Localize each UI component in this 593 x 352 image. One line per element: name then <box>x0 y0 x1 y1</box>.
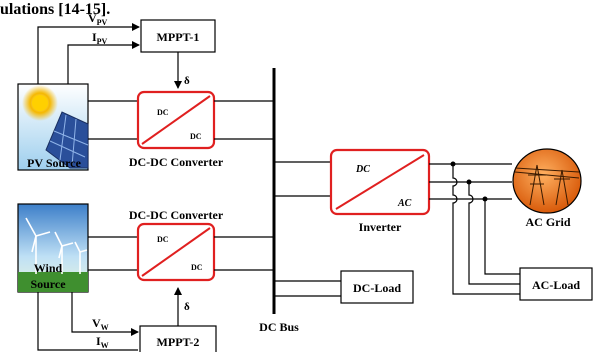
transmission-tower-icon <box>514 164 580 206</box>
mppt2-label: MPPT-2 <box>157 335 200 349</box>
dcdc-bottom-caption: DC-DC Converter <box>129 208 224 222</box>
svg-text:AC: AC <box>397 198 412 209</box>
ac-load-label: AC-Load <box>532 278 580 292</box>
inverter-label: Inverter <box>359 220 402 234</box>
dcdc-top-caption: DC-DC Converter <box>129 155 224 169</box>
wind-turbine-icon <box>25 217 88 274</box>
svg-text:DC: DC <box>355 164 370 175</box>
ac-grid-label: AC Grid <box>526 215 571 229</box>
solar-panel-icon <box>45 111 89 169</box>
mppt1-label: MPPT-1 <box>157 30 200 44</box>
inverter-block: DC AC <box>329 148 431 216</box>
svg-text:DC: DC <box>190 132 202 141</box>
v-pv-label: VPV <box>88 11 108 27</box>
ac-load-block <box>519 267 593 301</box>
wind-source-panel: Wind Source <box>17 203 89 293</box>
pv-source-label: PV Source <box>27 156 82 170</box>
dcdc-converter-bottom: DC DC <box>136 222 216 282</box>
ac-grid-globe <box>512 148 582 214</box>
svg-text:DC: DC <box>157 108 169 117</box>
mppt2-block <box>139 325 217 352</box>
svg-text:DC: DC <box>191 263 203 272</box>
delta-top: δ <box>184 75 190 87</box>
delta-bottom: δ <box>184 301 190 313</box>
i-w-label: IW <box>96 334 109 350</box>
dc-load-block <box>340 270 414 304</box>
wind-source-label-2: Source <box>30 277 66 291</box>
dc-bus-label: DC Bus <box>259 320 299 334</box>
caption-fragment: ulations [14-15]. <box>0 1 110 18</box>
wind-source-label-1: Wind <box>34 261 63 275</box>
i-pv-label: IPV <box>92 30 108 46</box>
v-w-label: VW <box>92 316 109 332</box>
dc-load-label: DC-Load <box>353 281 401 295</box>
svg-text:DC: DC <box>157 235 169 244</box>
dcdc-converter-top: DC DC <box>136 90 216 150</box>
mppt1-block <box>140 19 216 53</box>
pv-source-panel: PV Source <box>17 83 89 171</box>
